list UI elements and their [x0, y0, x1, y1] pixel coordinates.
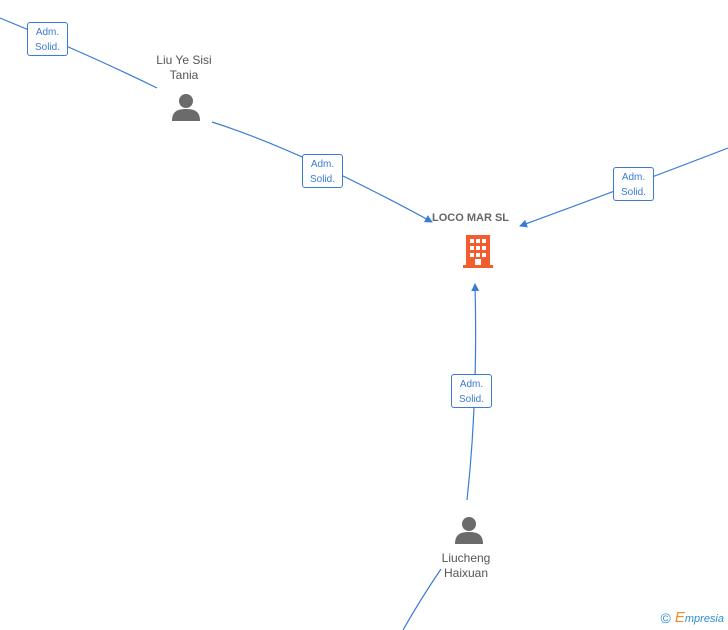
person-name-line2: Haixuan	[443, 566, 489, 580]
edge-label-role: Adm.	[35, 27, 60, 38]
edge-label-type: Solid.	[620, 187, 646, 198]
person-icon[interactable]	[455, 516, 483, 544]
building-icon[interactable]	[462, 234, 494, 268]
edge-label-type: Solid.	[34, 42, 60, 53]
brand-e: E	[674, 609, 685, 626]
copyright-symbol: ©	[660, 609, 671, 626]
edge-label-liu: Adm. Solid.	[302, 154, 343, 188]
edge-label-liucheng: Adm. Solid.	[451, 374, 492, 408]
person-name-liucheng[interactable]: Liucheng Haixuan	[426, 551, 506, 581]
brand-text: mpresia	[684, 613, 724, 625]
person-name-line2: Tania	[169, 68, 199, 82]
person-name-liu[interactable]: Liu Ye Sisi Tania	[144, 53, 224, 83]
edge-label-role: Adm.	[621, 172, 646, 183]
edge-label-type: Solid.	[458, 394, 484, 405]
edge-offscreen-to-liucheng	[402, 568, 442, 630]
person-name-line1: Liu Ye Sisi	[156, 53, 212, 67]
edge-label-role: Adm.	[310, 159, 335, 170]
edge-label-right: Adm. Solid.	[613, 167, 654, 201]
person-name-line1: Liucheng	[441, 551, 491, 565]
empresia-logo: © Empresia	[661, 609, 724, 626]
person-icon[interactable]	[172, 93, 200, 121]
edge-label-top-left: Adm. Solid.	[27, 22, 68, 56]
company-name[interactable]: LOCO MAR SL	[432, 212, 509, 224]
edge-offscreen-to-liu	[0, 17, 158, 89]
edge-label-role: Adm.	[459, 379, 484, 390]
edge-label-type: Solid.	[309, 174, 335, 185]
